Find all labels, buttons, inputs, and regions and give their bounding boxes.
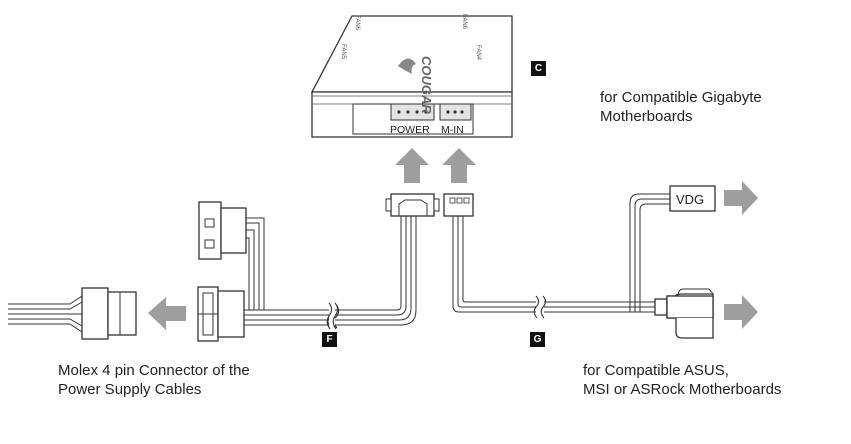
fan-label-top-right: FAN6 bbox=[461, 14, 467, 30]
cable-f bbox=[244, 216, 417, 329]
fan-hub: COUGAR FAN6 FAN5 FAN4 FAN6 POWER M-IN bbox=[310, 14, 513, 138]
arrow-right-vdg-icon bbox=[724, 181, 758, 215]
caption-asus-2: MSI or ASRock Motherboards bbox=[583, 381, 782, 398]
hub-brand: COUGAR bbox=[419, 56, 434, 114]
caption-molex-2: Power Supply Cables bbox=[58, 381, 202, 398]
arrow-left-icon bbox=[148, 297, 186, 330]
psu-molex-connector bbox=[81, 287, 137, 340]
caption-gigabyte-1: for Compatible Gigabyte bbox=[600, 89, 762, 106]
arrow-up-power-icon bbox=[395, 148, 429, 183]
fan-label-4: FAN4 bbox=[475, 45, 481, 61]
arrow-up-m-in-icon bbox=[442, 148, 476, 183]
cougar-logo-icon bbox=[398, 58, 416, 74]
badge-f: F bbox=[322, 332, 337, 347]
badge-c: C bbox=[531, 61, 546, 76]
power-port-label: POWER bbox=[390, 124, 430, 136]
badge-g: G bbox=[530, 332, 545, 347]
vdg-connector: VDG bbox=[669, 185, 716, 212]
molex-connector-upper bbox=[198, 201, 247, 260]
m-in-port-label: M-IN bbox=[441, 124, 464, 136]
fan-label-6: FAN6 bbox=[354, 15, 360, 31]
cable-g-connector-m-in bbox=[443, 193, 474, 217]
psu-cable bbox=[8, 290, 83, 333]
fan-label-5: FAN5 bbox=[340, 44, 346, 60]
cable-f-connector-power bbox=[385, 193, 440, 217]
vdg-label: VDG bbox=[676, 192, 704, 207]
header-connector bbox=[654, 288, 714, 339]
caption-molex-1: Molex 4 pin Connector of the bbox=[58, 362, 250, 379]
caption-asus-1: for Compatible ASUS, bbox=[583, 362, 729, 379]
molex-connector-lower bbox=[197, 286, 245, 342]
cable-g bbox=[452, 193, 670, 313]
caption-gigabyte-2: Motherboards bbox=[600, 108, 693, 125]
arrow-right-header-icon bbox=[724, 295, 758, 329]
